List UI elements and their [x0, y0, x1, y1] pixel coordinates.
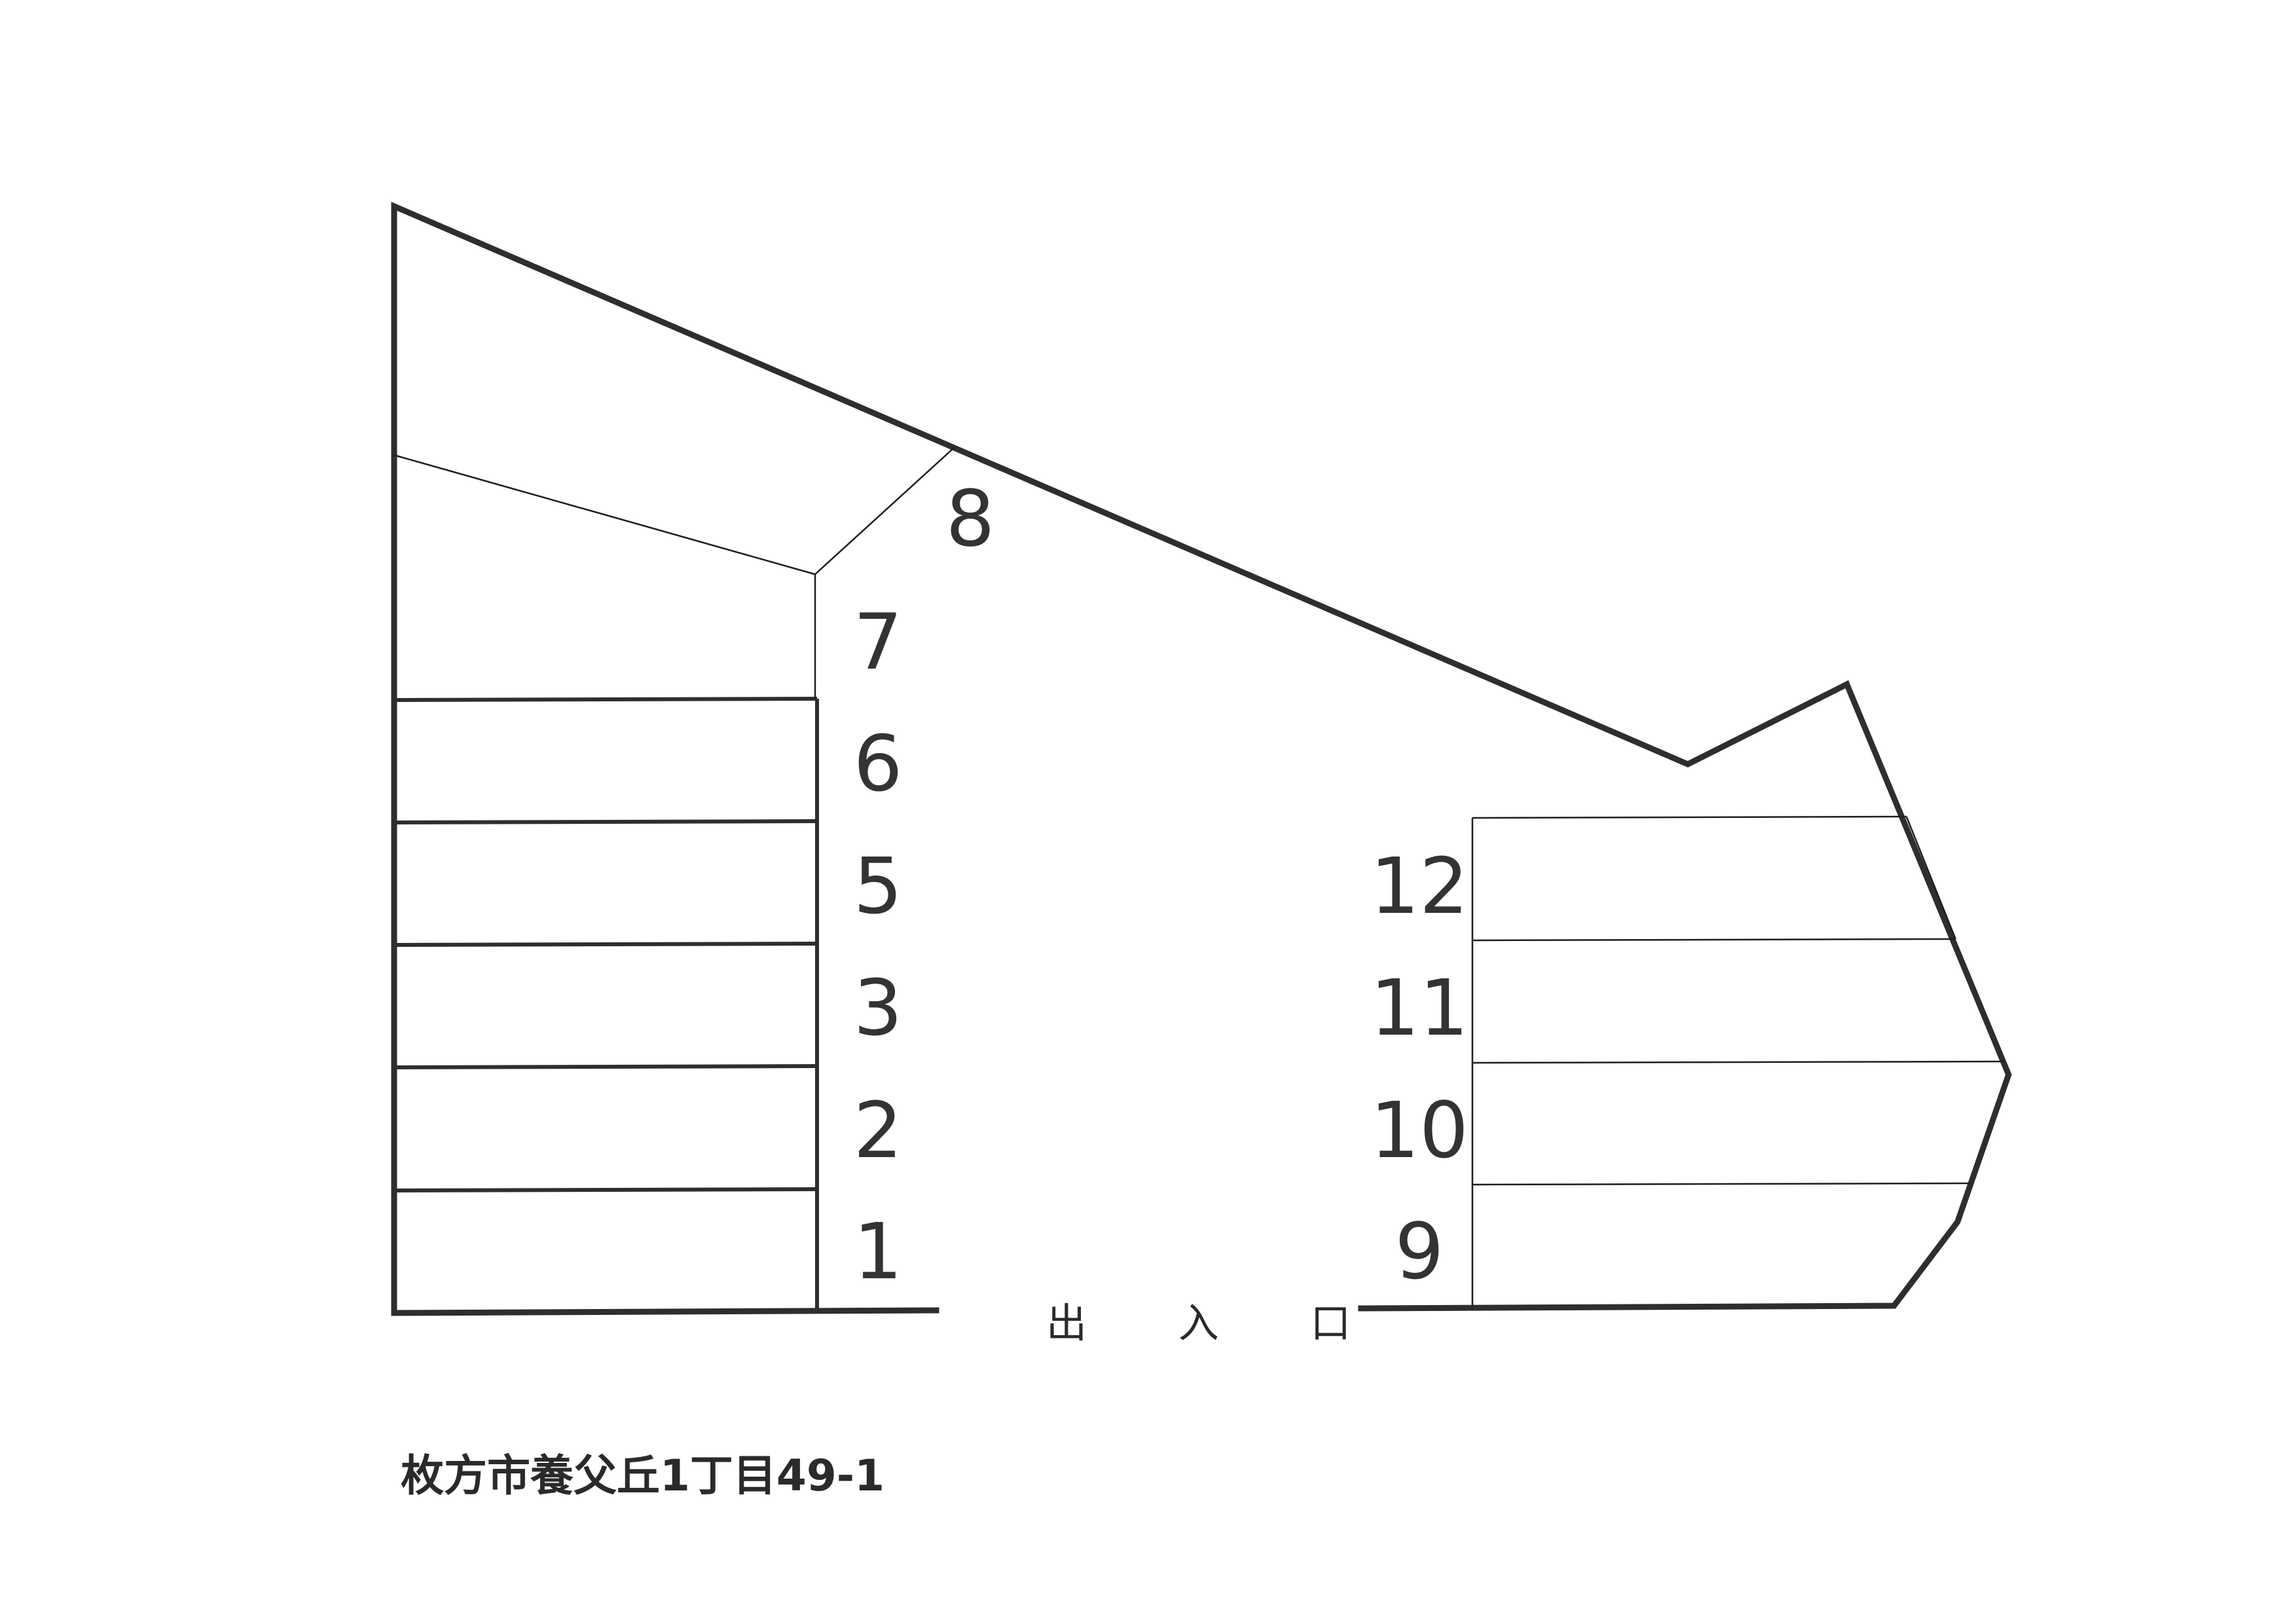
space-8-edge — [814, 447, 955, 575]
divider-10-11 — [1472, 1060, 2005, 1064]
space-number-12: 12 — [1370, 841, 1469, 931]
divider-1-2 — [393, 1187, 818, 1192]
space-number-11: 11 — [1370, 963, 1469, 1053]
space-number-3: 3 — [853, 963, 903, 1053]
divider-6-7 — [393, 697, 818, 702]
divider-3-5 — [393, 942, 818, 947]
space-number-8: 8 — [945, 473, 995, 564]
space-number-2: 2 — [853, 1085, 903, 1175]
space-number-5: 5 — [853, 841, 903, 931]
address-label: 枚方市養父丘1丁目49-1 — [401, 1450, 885, 1501]
divider-5-6 — [393, 819, 818, 824]
space-number-9: 9 — [1394, 1206, 1444, 1297]
space-number-1: 1 — [853, 1206, 903, 1297]
divider-2-3 — [393, 1064, 818, 1069]
divider-9-10 — [1472, 1182, 1971, 1186]
space-12-outer-edge — [1905, 816, 1957, 940]
space-number-6: 6 — [853, 718, 903, 809]
space-number-7: 7 — [853, 597, 903, 687]
lot-boundary-left — [391, 202, 2012, 1316]
divider-top-12 — [1472, 815, 1907, 819]
divider-11-12 — [1472, 938, 1956, 942]
entrance-label: 出 入 口 — [1046, 1299, 1391, 1347]
divider-7-8 — [393, 454, 816, 576]
space-number-10: 10 — [1370, 1085, 1469, 1175]
